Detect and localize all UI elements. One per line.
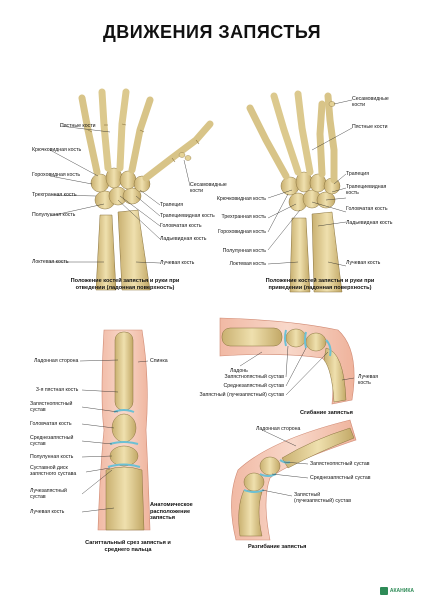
label-left-trapezium: Трапеция xyxy=(160,202,184,208)
label-left-scaphoid: Ладьевидная кость xyxy=(160,236,207,242)
label-ext-radiocarpal: Запястный (лучезапястный) сустав xyxy=(294,492,352,504)
label-right-trapezoid: Трапециевидная кость xyxy=(346,184,387,196)
label-left-trapezoid: Трапециевидная кость xyxy=(160,213,215,219)
hand-adduction-illustration xyxy=(246,90,353,293)
caption-anatomic-position: Анатомическое расположение запястья xyxy=(150,502,193,522)
label-right-lunate: Полулунная кость xyxy=(222,248,266,254)
label-sag-radiocarpal: Лучезапястный сустав xyxy=(30,488,67,500)
sagittal-section-illustration xyxy=(79,329,151,531)
label-sag-third-metacarpal: 3-я пястная кость xyxy=(36,387,79,393)
label-left-triquetrum: Трехгранная кость xyxy=(32,192,77,198)
extension-illustration xyxy=(231,419,357,541)
label-right-metacarpals: Пястные кости xyxy=(352,124,388,130)
caption-sagittal: Сагиттальный срез запястья и среднего па… xyxy=(85,540,171,553)
page-title: ДВИЖЕНИЯ ЗАПЯСТЬЯ xyxy=(102,22,322,42)
label-right-hamate: Крючковидная кость xyxy=(216,196,266,202)
label-right-pisiform: Гороховидная кость xyxy=(217,229,266,235)
label-right-scaphoid: Ладьевидная кость xyxy=(346,220,393,226)
label-ext-palmar-side: Ладонная сторона xyxy=(256,426,301,432)
label-right-triquetrum: Трехгранная кость xyxy=(221,214,266,220)
caption-extension: Разгибание запястья xyxy=(248,544,307,550)
label-left-hamate: Крючковидная кость xyxy=(32,147,82,153)
label-ext-carpometacarpal: Запястнопястный сустав xyxy=(310,461,370,467)
label-left-ulna: Локтевая кость xyxy=(32,259,69,265)
label-ext-midcarpal: Среднезапястный сустав xyxy=(310,475,371,481)
label-sag-dorsum: Спинка xyxy=(150,358,168,364)
label-sag-midcarpal: Среднезапястный сустав xyxy=(30,435,74,447)
label-sag-capitate: Головчатая кость xyxy=(30,421,72,427)
label-right-radius: Лучевая кость xyxy=(346,260,381,266)
label-left-capitate: Головчатая кость xyxy=(160,223,202,229)
label-sag-radius: Лучевая кость xyxy=(30,509,65,515)
label-left-metacarpals: Пястные кости xyxy=(60,123,96,129)
label-right-ulna: Локтевая кость xyxy=(229,261,266,267)
label-flex-midcarpal: Среднезапястный сустав xyxy=(223,383,284,389)
label-right-sesamoid: Сесамовидные кости xyxy=(352,96,389,108)
label-left-radius: Лучевая кость xyxy=(160,260,195,266)
hand-abduction-illustration xyxy=(49,88,214,291)
label-sag-carpometacarpal: Запястнопястный сустав xyxy=(30,401,73,413)
brand-name: АКАНИКА xyxy=(389,588,414,594)
brand-logo-icon xyxy=(380,587,388,595)
label-flex-radius: Лучевая кость xyxy=(358,374,379,386)
label-left-lunate: Полулунная кость xyxy=(32,212,76,218)
label-right-trapezium: Трапеция xyxy=(346,171,370,177)
label-sag-disc: Суставной диск запястного сустава xyxy=(30,465,77,477)
label-left-pisiform: Гороховидная кость xyxy=(32,172,81,178)
caption-flexion: Сгибание запястья xyxy=(300,410,353,416)
label-flex-palm: Ладонь xyxy=(230,368,248,374)
label-flex-radiocarpal: Запястный (лучезапястный) сустав xyxy=(199,392,284,398)
label-flex-carpometacarpal: Запястнопястный сустав xyxy=(224,374,284,380)
caption-abduction: Положение костей запястья и руки при отв… xyxy=(70,278,180,291)
label-left-sesamoid: Сесамовидные кости xyxy=(190,182,227,194)
caption-adduction: Положение костей запястья и руки при при… xyxy=(265,278,375,291)
flexion-illustration xyxy=(219,317,355,405)
label-sag-palmar-side: Ладонная сторона xyxy=(34,358,79,364)
label-right-capitate: Головчатая кость xyxy=(346,206,388,212)
label-sag-lunate: Полулунная кость xyxy=(30,454,74,460)
